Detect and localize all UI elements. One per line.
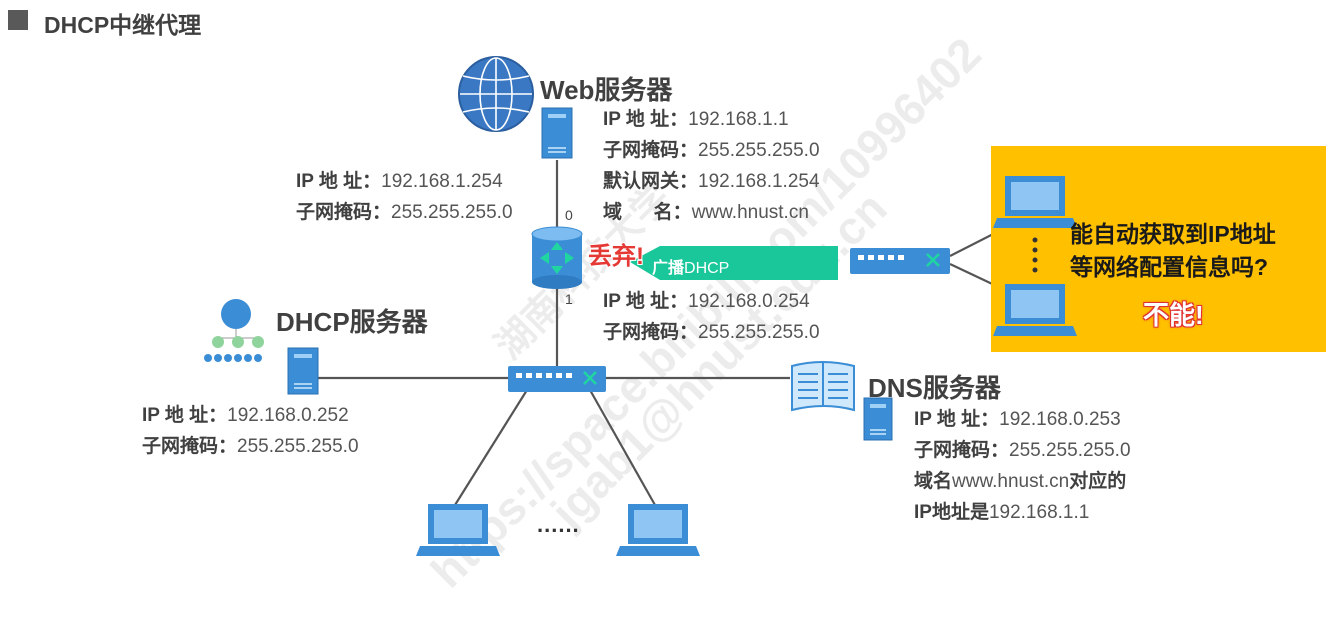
callout-answer: 不能!: [1143, 300, 1204, 330]
dns-book-icon: [791, 361, 855, 412]
title-marker: [8, 10, 28, 30]
pc-icon-left: [416, 504, 500, 556]
dns-server-name: DNS服务器: [868, 373, 1001, 403]
vertical-ellipsis: [1032, 237, 1038, 273]
dhcp-server-info: IP 地 址：192.168.0.252 子网掩码：255.255.255.0: [142, 405, 359, 457]
page-title: DHCP中继代理: [44, 12, 202, 38]
router-if0-info: IP 地 址：192.168.1.254 子网掩码：255.255.255.0: [296, 171, 513, 223]
web-server-info: IP 地 址：192.168.1.1 子网掩码：255.255.255.0 默认…: [603, 109, 820, 223]
globe-icon: [458, 56, 534, 132]
link-switch-pc1: [454, 389, 528, 506]
callout-question: 能自动获取到IP地址 等网络配置信息吗?: [1070, 221, 1276, 280]
broadcast-arrow: [630, 246, 838, 280]
pc-icon-top: [993, 176, 1077, 228]
dhcp-server-name: DHCP服务器: [276, 307, 428, 337]
broadcast-label: 广播DHCP: [652, 260, 730, 277]
main-switch-icon: [508, 366, 606, 392]
router-icon: [531, 226, 583, 289]
web-server-icon: [541, 107, 573, 159]
more-hosts-ellipsis: ......: [537, 512, 580, 537]
web-server-name: Web服务器: [540, 75, 673, 105]
pc-icon-right: [616, 504, 700, 556]
dns-server-icon: [863, 397, 893, 441]
link-switch-pc2: [589, 389, 656, 506]
discard-label: 丢弃!: [588, 243, 644, 270]
dhcp-server-icon: [287, 347, 319, 395]
pc-icon-bottom: [993, 284, 1077, 336]
router-if1-info: IP 地 址：192.168.0.254 子网掩码：255.255.255.0: [603, 291, 820, 343]
right-switch-icon: [850, 248, 950, 274]
dns-server-info: IP 地 址：192.168.0.253 子网掩码：255.255.255.0 …: [914, 409, 1131, 523]
router-port-0: 0: [565, 207, 573, 223]
router-port-1: 1: [565, 291, 573, 307]
dhcp-users-icon: [204, 299, 264, 362]
